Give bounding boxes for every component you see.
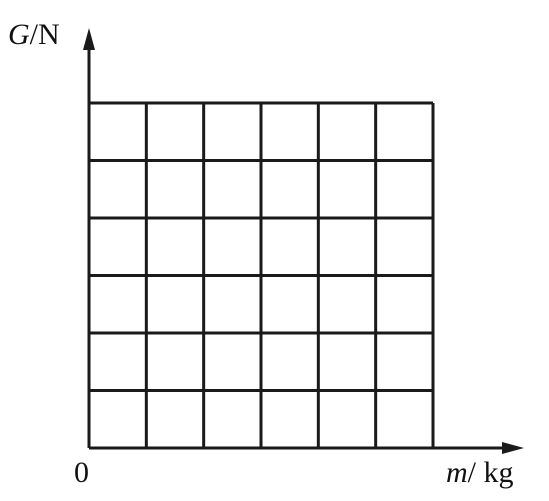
y-axis-label: G/N	[8, 18, 60, 51]
x-axis-label: m/ kg	[446, 456, 514, 489]
x-axis-separator: /	[468, 456, 484, 489]
y-axis-arrow	[83, 28, 95, 50]
x-axis-arrow	[502, 442, 524, 454]
y-axis-separator: /	[30, 18, 39, 51]
y-axis-unit: N	[38, 18, 60, 51]
x-axis-symbol: m	[446, 456, 468, 489]
chart-grid	[89, 101, 435, 448]
y-axis-symbol: G	[8, 18, 30, 51]
x-axis-unit: kg	[484, 456, 514, 489]
origin-label: 0	[74, 456, 89, 489]
